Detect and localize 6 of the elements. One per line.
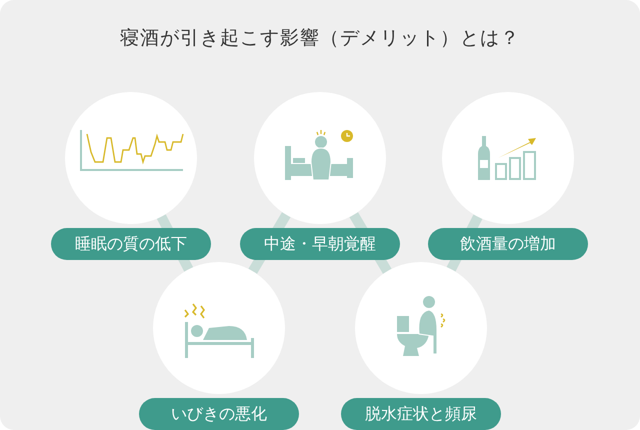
- title: 寝酒が引き起こす影響（デメリット）とは？: [119, 26, 521, 51]
- label-pill: 脱水症状と頻尿: [341, 398, 501, 430]
- label-pill: 睡眠の質の低下: [51, 228, 211, 260]
- label-pill: いびきの悪化: [139, 398, 299, 430]
- label-pill: 中途・早朝覚醒: [240, 228, 400, 260]
- label-pill: 飲酒量の増加: [428, 228, 588, 260]
